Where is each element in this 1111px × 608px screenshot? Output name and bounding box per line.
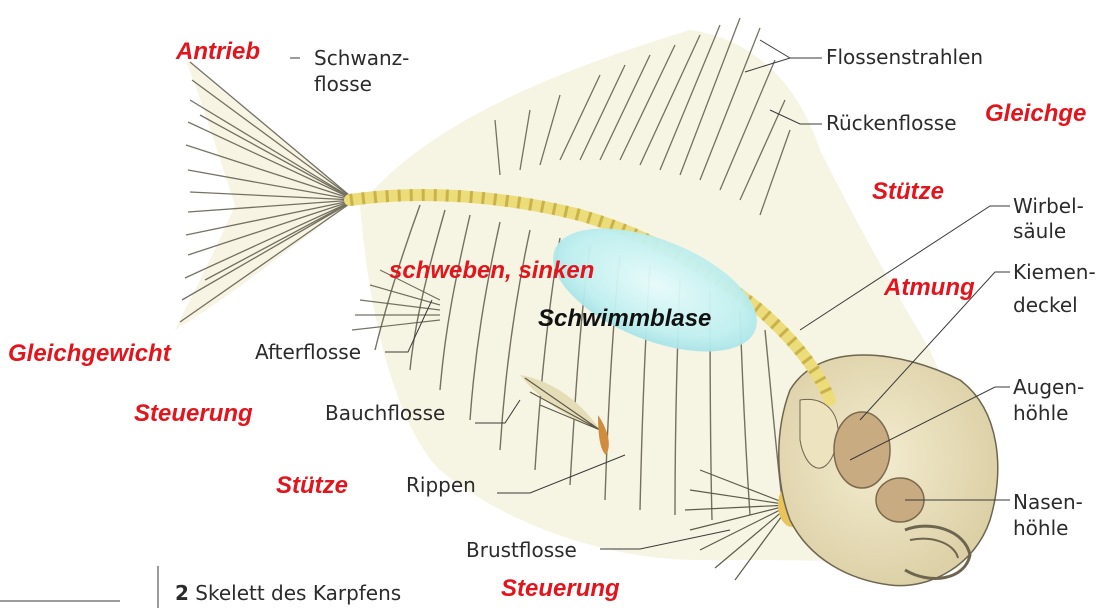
function-antrieb: Antrieb: [176, 38, 260, 66]
figure-caption: 2 Skelett des Karpfens: [175, 581, 401, 605]
function-atmung: Atmung: [884, 274, 975, 302]
function-stuetze-spine: Stütze: [872, 178, 944, 206]
label-augenhoehle-line2: höhle: [1013, 401, 1068, 425]
label-schwimmblase: Schwimmblase: [538, 305, 711, 333]
label-nasenhoehle-line1: Nasen-: [1013, 490, 1083, 514]
label-augenhoehle-line1: Augen-: [1013, 375, 1084, 399]
figure-caption-text: Skelett des Karpfens: [195, 581, 401, 605]
label-nasenhoehle-line2: höhle: [1013, 516, 1068, 540]
label-wirbelsaeule-line1: Wirbel-: [1013, 194, 1084, 218]
label-kiemendeckel-line1: Kiemen-: [1013, 260, 1096, 284]
function-steuerung-bauchflosse: Steuerung: [134, 400, 253, 428]
label-kiemendeckel-line2: deckel: [1013, 293, 1078, 317]
eye-socket: [834, 412, 890, 488]
function-gleichgewicht: Gleichgewicht: [8, 340, 171, 368]
function-steuerung-brustflosse: Steuerung: [501, 575, 620, 603]
label-flossenstrahlen: Flossenstrahlen: [826, 45, 983, 69]
label-wirbelsaeule-line2: säule: [1013, 219, 1066, 243]
function-stuetze-rippen: Stütze: [276, 472, 348, 500]
label-schwanzflosse-line1: Schwanz-: [314, 46, 409, 70]
label-bauchflosse: Bauchflosse: [325, 401, 445, 425]
label-rippen: Rippen: [406, 473, 476, 497]
label-brustflosse: Brustflosse: [466, 538, 577, 562]
function-schweben-sinken: schweben, sinken: [389, 257, 594, 285]
label-rueckenflosse: Rückenflosse: [826, 111, 957, 135]
label-schwanzflosse-line2: flosse: [314, 72, 372, 96]
figure-number: 2: [175, 581, 189, 605]
label-afterflosse: Afterflosse: [255, 340, 361, 364]
function-gleichgewicht-dorsal: Gleichge: [985, 100, 1086, 128]
